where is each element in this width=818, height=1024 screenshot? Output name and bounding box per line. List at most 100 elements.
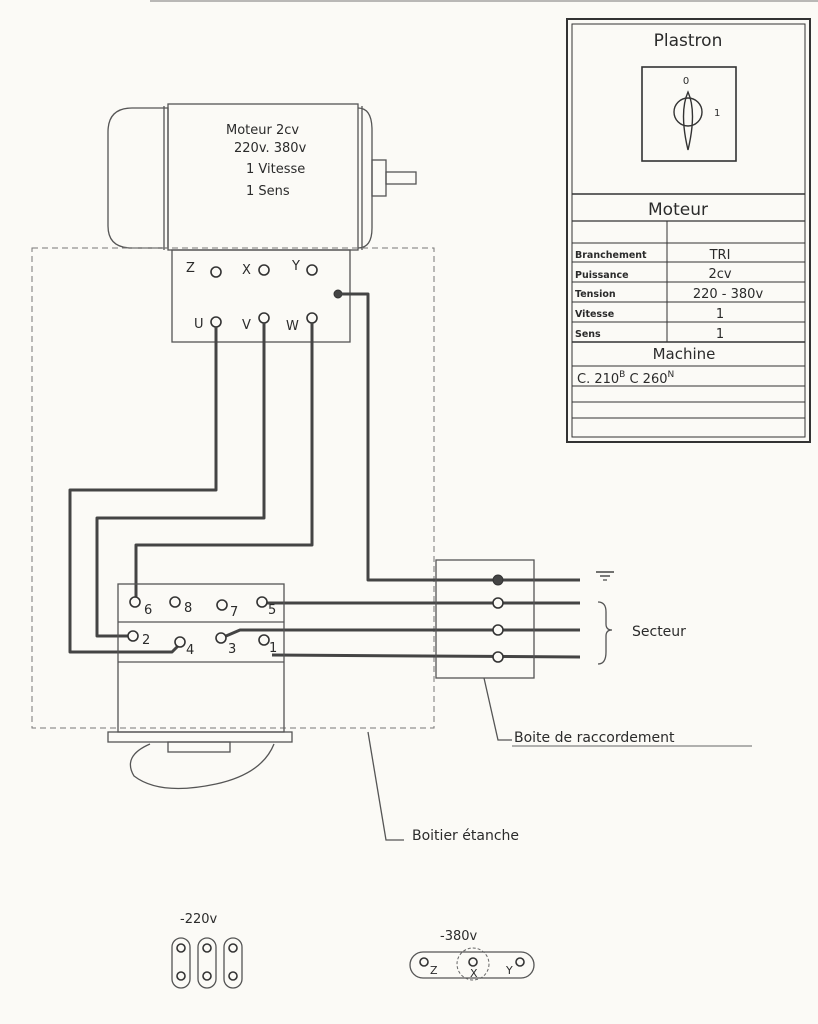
cable-loop	[129, 743, 275, 790]
wire-w	[134, 323, 314, 598]
coupling-380-z: Z	[430, 964, 438, 977]
moteur-title: Moteur	[648, 200, 708, 220]
block-label-6: 6	[144, 603, 152, 618]
motor-line-4: 1 Sens	[246, 184, 290, 199]
block-terminal-8	[169, 596, 181, 608]
wire-mains-2	[225, 628, 580, 638]
switch-face	[641, 66, 737, 162]
terminal-label-x: X	[242, 263, 251, 278]
block-terminal-3	[215, 632, 227, 644]
switch-knob	[673, 97, 703, 127]
junction-terminals	[492, 574, 504, 663]
wire-mains-3	[271, 653, 581, 659]
block-label-1: 1	[269, 641, 277, 656]
plastron-title: Plastron	[654, 31, 723, 51]
motor-end-cap-left	[107, 107, 169, 249]
boitier-etanche-outline	[31, 247, 435, 729]
motor-terminal-box	[171, 249, 351, 343]
coupling-380-x: X	[470, 967, 478, 980]
terminal-label-w: W	[286, 319, 299, 334]
terminal-v	[258, 312, 270, 324]
terminal-w	[306, 312, 318, 324]
block-label-5: 5	[268, 603, 276, 618]
terminal-z	[210, 266, 222, 278]
secteur-label: Secteur	[632, 624, 686, 640]
block-base-plate	[107, 731, 293, 743]
block-terminal-2	[127, 630, 139, 642]
row-label-vitesse: Vitesse	[575, 309, 614, 320]
machine-value: C. 210B C 260N	[577, 370, 674, 387]
wire-v	[95, 323, 266, 638]
machine-title: Machine	[653, 345, 716, 363]
coupling-220-label: -220v	[180, 912, 218, 927]
row-value-branchement: TRI	[709, 248, 731, 263]
boite-raccordement-label: Boite de raccordement	[514, 730, 675, 746]
wire-ground	[338, 292, 580, 582]
motor-line-2: 220v. 380v	[234, 141, 307, 156]
junction-ground-terminal	[492, 574, 504, 586]
boitier-etanche-label: Boitier étanche	[412, 828, 519, 844]
bridge-380-center	[456, 947, 490, 981]
terminal-y	[306, 264, 318, 276]
junction-terminal-3	[492, 651, 504, 663]
wires	[68, 292, 581, 659]
terminal-label-z: Z	[186, 261, 195, 276]
bridge-220-2	[197, 937, 217, 989]
wire-u	[68, 327, 218, 654]
row-value-vitesse: 1	[716, 307, 724, 322]
block-terminal-1	[258, 634, 270, 646]
cable-gland	[167, 741, 231, 753]
panel-outer	[566, 18, 811, 443]
block-terminal-5	[256, 596, 268, 608]
row-value-puissance: 2cv	[708, 267, 731, 282]
row-label-branchement: Branchement	[575, 250, 647, 261]
row-label-puissance: Puissance	[575, 270, 629, 281]
block-label-8: 8	[184, 601, 192, 616]
motor: Moteur 2cv 220v. 380v 1 Vitesse 1 Sens	[107, 103, 417, 251]
bridge-380	[409, 951, 535, 979]
switch-position-1: 1	[714, 108, 720, 119]
machine-value-mid: C 260	[625, 372, 667, 387]
motor-line-1: Moteur 2cv	[226, 123, 299, 138]
ground-symbol	[596, 571, 614, 581]
row-label-sens: Sens	[575, 329, 601, 340]
block-label-2: 2	[142, 633, 150, 648]
junction-terminal-1	[492, 597, 504, 609]
block-label-7: 7	[230, 605, 238, 620]
coupling-220	[171, 937, 243, 989]
coupling-380: Z X Y	[409, 947, 535, 981]
bridge-220-1	[171, 937, 191, 989]
switch-position-0: 0	[683, 76, 689, 87]
junction-terminal-2	[492, 624, 504, 636]
terminal-x	[258, 264, 270, 276]
block-terminal-4	[174, 636, 186, 648]
info-panel: Plastron 0 1 Moteur Branchement TRI Puis…	[566, 18, 811, 443]
leader-boitier	[367, 731, 404, 841]
block-terminal-6	[129, 596, 141, 608]
bridge-220-3	[223, 937, 243, 989]
machine-value-sup-b: B	[619, 370, 625, 380]
terminal-label-u: U	[194, 317, 204, 332]
leader-boite	[483, 677, 512, 741]
secteur-brace	[597, 601, 613, 665]
terminal-u	[210, 316, 222, 328]
motor-shaft-housing	[371, 159, 387, 197]
row-value-tension: 220 - 380v	[693, 287, 764, 302]
terminal-block-terminals: 6 8 7 5 2 4 3 1	[127, 596, 277, 658]
row-label-tension: Tension	[575, 289, 616, 300]
coupling-380-label: -380v	[440, 929, 478, 944]
row-value-sens: 1	[716, 327, 724, 342]
terminal-label-v: V	[242, 318, 251, 333]
motor-line-3: 1 Vitesse	[246, 162, 305, 177]
block-label-4: 4	[186, 643, 194, 658]
panel-inner	[571, 23, 806, 438]
machine-value-main: C. 210	[577, 372, 619, 387]
boite-raccordement	[435, 559, 535, 679]
motor-shaft	[385, 171, 417, 185]
machine-value-sup-n: N	[668, 370, 675, 380]
block-label-3: 3	[228, 642, 236, 657]
motor-terminals: Z X Y U V W	[186, 259, 343, 334]
coupling-380-y: Y	[505, 964, 513, 977]
